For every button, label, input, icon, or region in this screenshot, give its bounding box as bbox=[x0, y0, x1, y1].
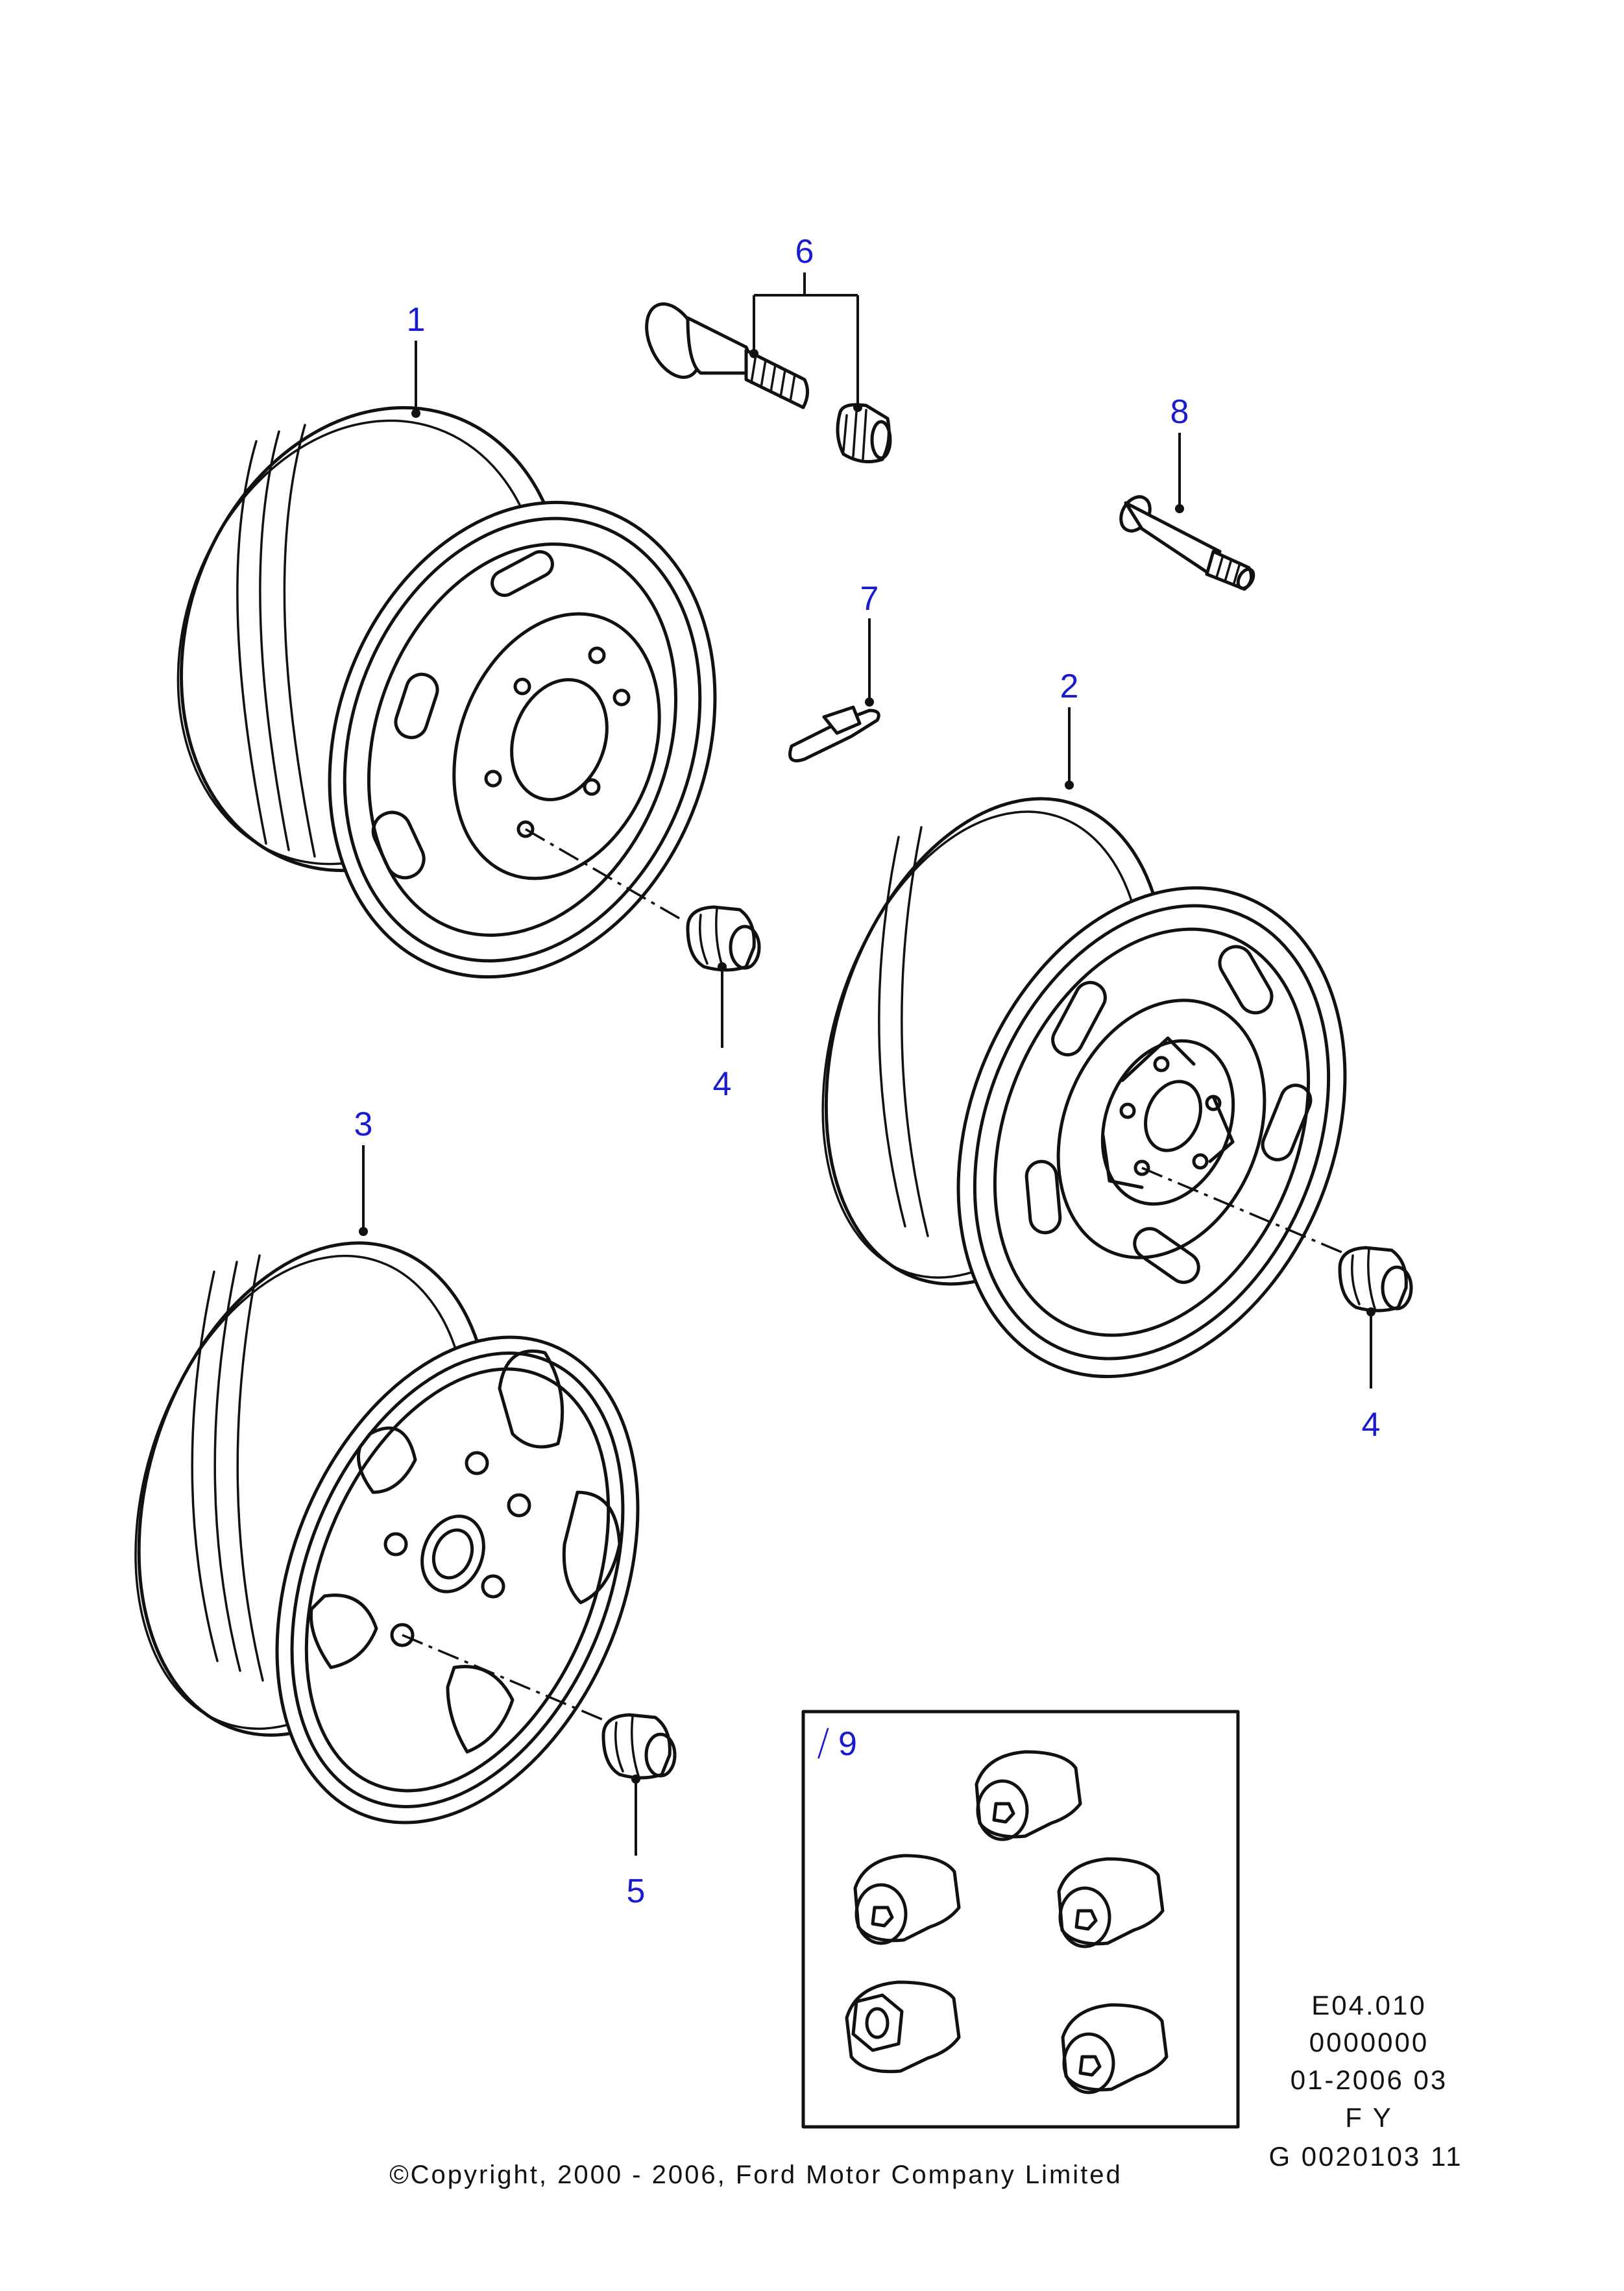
kit-frame bbox=[801, 1710, 1240, 2129]
valve-6 bbox=[645, 302, 892, 464]
callout-8: 8 bbox=[1170, 393, 1189, 431]
lock-nut-3 bbox=[1057, 1857, 1165, 1948]
wheel-1-steel bbox=[176, 406, 717, 979]
callout-4-upper: 4 bbox=[713, 1065, 732, 1103]
wheel-nut-5 bbox=[601, 1713, 677, 1780]
callout-4-lower: 4 bbox=[1362, 1406, 1381, 1444]
lock-nut-1 bbox=[975, 1750, 1082, 1841]
callout-3: 3 bbox=[354, 1106, 373, 1143]
reference-line-3: 01-2006 03 bbox=[1291, 2065, 1448, 2095]
leader-lines bbox=[359, 273, 1376, 1856]
callout-9: 9 bbox=[838, 1725, 857, 1763]
wheel-2-steel-styled bbox=[821, 797, 1350, 1379]
lock-nut-4 bbox=[1061, 2003, 1169, 2094]
reference-line-5: G 0020103 11 bbox=[1268, 2141, 1462, 2172]
lock-nut-2 bbox=[853, 1854, 961, 1945]
reference-block: E04.010 0000000 01-2006 03 F Y G 0020103… bbox=[1268, 1990, 1462, 2172]
wheel-3-alloy bbox=[134, 1241, 640, 1824]
reference-line-1: E04.010 bbox=[1311, 1990, 1426, 2020]
wheel-nut-4-upper bbox=[686, 905, 761, 972]
callout-7: 7 bbox=[860, 580, 879, 618]
callout-5: 5 bbox=[627, 1873, 646, 1910]
lock-nut-key bbox=[845, 1980, 961, 2074]
callout-9-symbol: ⧸ bbox=[818, 1725, 829, 1763]
callout-2: 2 bbox=[1060, 668, 1079, 705]
callout-6: 6 bbox=[795, 233, 814, 271]
reference-line-2: 0000000 bbox=[1309, 2027, 1429, 2057]
callouts: 1 2 3 4 4 5 6 7 8 ⧸ 9 bbox=[354, 233, 1381, 1910]
locking-nut-kit-9 bbox=[801, 1710, 1240, 2129]
callout-1: 1 bbox=[407, 301, 426, 339]
balance-weight-7 bbox=[788, 705, 880, 762]
valve-extension-8 bbox=[1119, 495, 1255, 591]
wheel-nut-4-lower bbox=[1338, 1246, 1413, 1313]
copyright-notice: ©Copyright, 2000 - 2006, Ford Motor Comp… bbox=[389, 2161, 1122, 2189]
reference-line-4: F Y bbox=[1345, 2102, 1393, 2133]
